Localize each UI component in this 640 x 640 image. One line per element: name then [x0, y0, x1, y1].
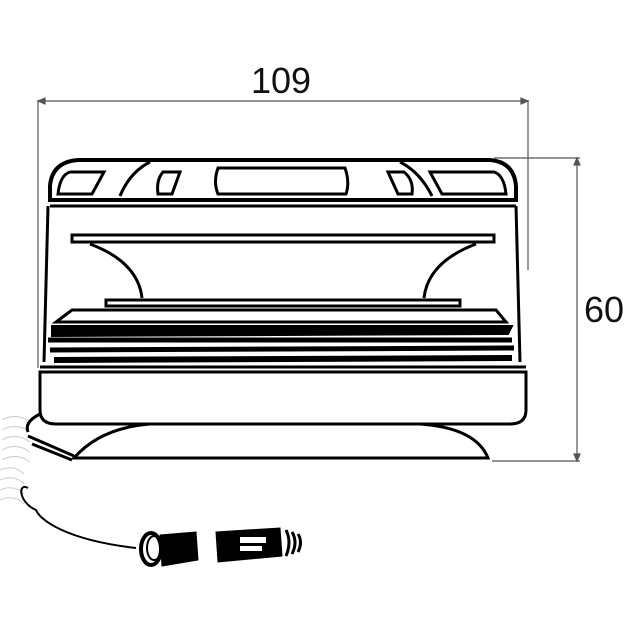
lamp-base [38, 365, 528, 426]
cable [20, 485, 137, 549]
width-dimension-label: 109 [251, 60, 312, 101]
cigarette-lighter-plug [139, 527, 302, 567]
width-dimension [36, 97, 530, 368]
magnetic-foot [25, 412, 491, 462]
led-ribs [48, 308, 515, 363]
coiled-cable [0, 416, 31, 505]
lamp-dome [42, 205, 522, 363]
lamp-top-cap [48, 158, 518, 208]
height-dimension [492, 156, 581, 463]
height-dimension-label: 60 [584, 289, 625, 330]
